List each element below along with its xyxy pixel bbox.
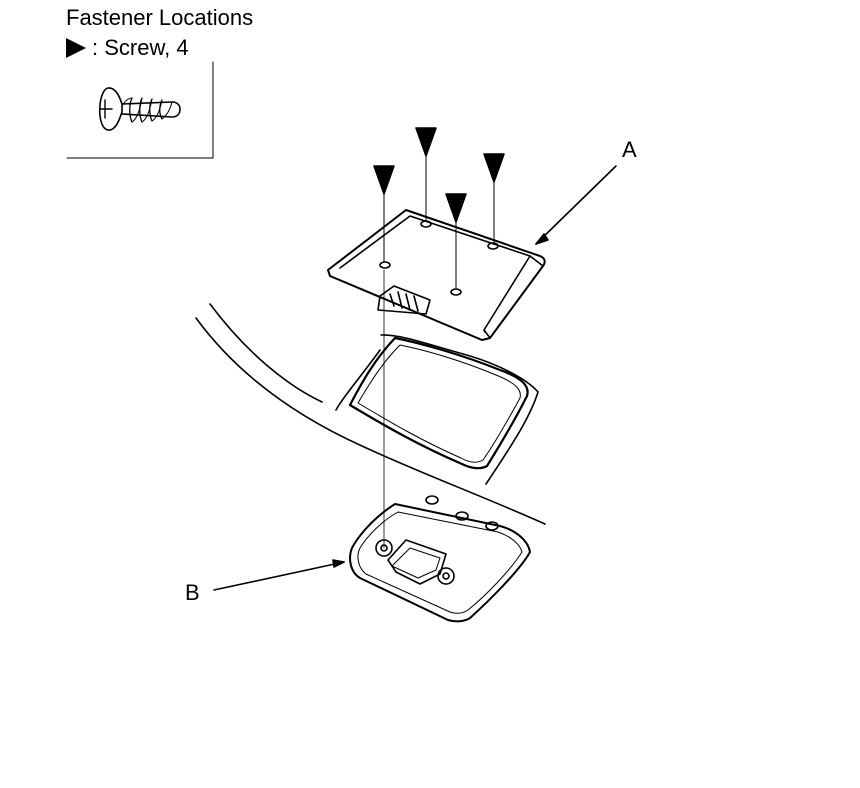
cover-plate-a <box>327 209 546 341</box>
screw-icon <box>98 87 181 131</box>
fastener-legend: : Screw, 4 <box>66 35 189 61</box>
cover-tab <box>377 285 431 315</box>
ceiling-console <box>195 303 546 525</box>
screw-markers <box>373 127 505 549</box>
callout-a: A <box>622 137 637 162</box>
screw-marker-icon <box>66 38 86 58</box>
callout-b: B <box>185 580 200 605</box>
fastener-legend-label: : Screw, 4 <box>92 35 189 60</box>
screw-inset <box>66 61 214 159</box>
base-b <box>349 495 531 623</box>
diagram-title: Fastener Locations <box>66 5 254 30</box>
leader-arrows <box>213 165 617 591</box>
